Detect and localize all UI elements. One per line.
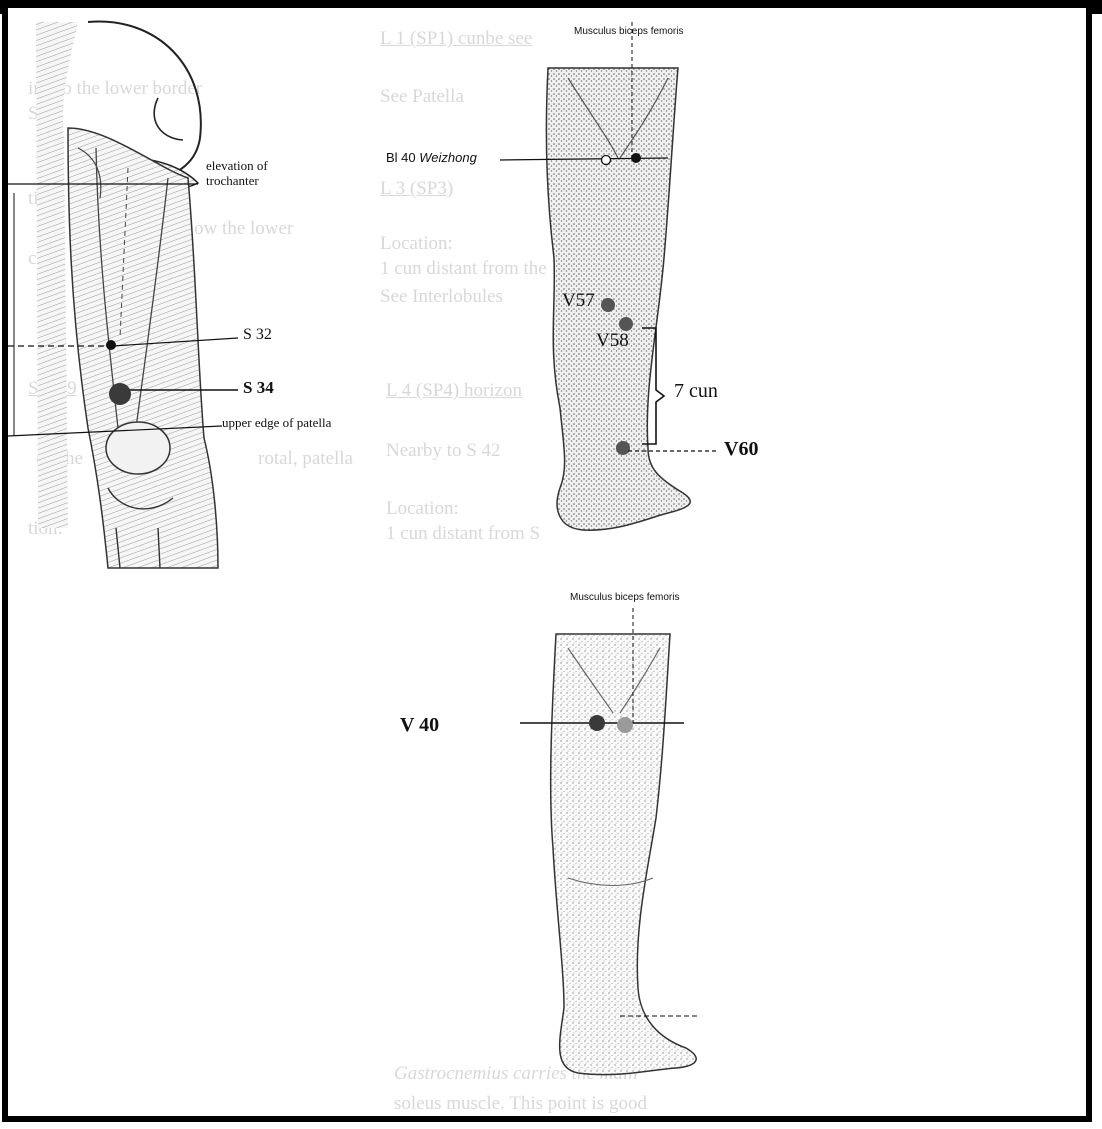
- s32-label: S 32: [243, 326, 272, 344]
- muscle-label-top: Musculus biceps femoris: [574, 26, 683, 37]
- bl40-name: Weizhong: [419, 150, 477, 165]
- bl40-point: [631, 153, 641, 163]
- elevation-label-line2: trochanter: [206, 173, 268, 188]
- anatomy-illustrations: [8, 8, 1092, 1122]
- v40-point: [589, 715, 605, 731]
- v57-label: V57: [562, 290, 595, 312]
- v40-secondary-point: [617, 717, 633, 733]
- bl40-prefix: Bl 40: [386, 150, 416, 165]
- thigh-diagram: [8, 22, 238, 568]
- muscle-label-bottom: Musculus biceps femoris: [570, 592, 679, 603]
- lower-leg-diagram-bottom: [520, 608, 698, 1075]
- v40-label: V 40: [400, 714, 439, 737]
- elevation-label: elevation of trochanter: [206, 158, 268, 188]
- lower-leg-diagram-top: [500, 22, 718, 530]
- bl40-label: Bl 40 Weizhong: [386, 150, 477, 165]
- cun-label: 7 cun: [674, 380, 718, 403]
- s34-point: [109, 383, 131, 405]
- v58-label: V58: [596, 330, 629, 352]
- v57-point: [601, 298, 615, 312]
- v60-label: V60: [724, 438, 758, 461]
- v58-point: [619, 317, 633, 331]
- v60-point: [616, 441, 630, 455]
- s34-label: S 34: [243, 378, 274, 398]
- patella-label: upper edge of patella: [222, 415, 331, 431]
- s32-point: [106, 340, 116, 350]
- elevation-label-line1: elevation of: [206, 158, 268, 173]
